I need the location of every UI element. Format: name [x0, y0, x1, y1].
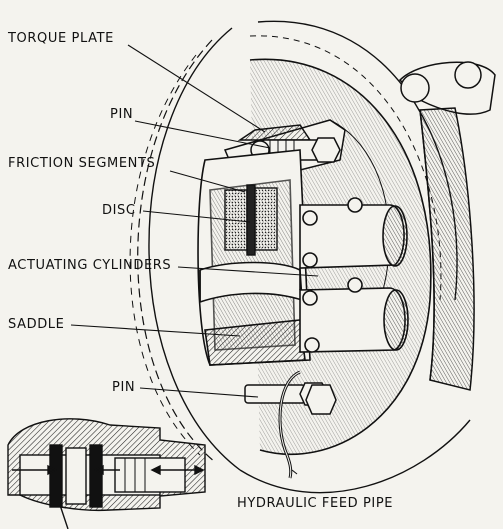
- leader-hydraulic-pipe: [291, 469, 298, 475]
- leader-saddle: [70, 324, 241, 337]
- label-hydraulic-feed-pipe: HYDRAULIC FEED PIPE: [237, 496, 394, 511]
- bottom-pin: [244, 382, 337, 415]
- leader-lines: [70, 44, 319, 475]
- label-saddle: SADDLE: [8, 317, 65, 332]
- inset-section: [7, 418, 206, 529]
- label-torque-plate: TORQUE PLATE: [8, 31, 114, 46]
- leader-disc: [142, 210, 251, 223]
- suspension-arm: [398, 61, 496, 391]
- leader-torque-plate: [127, 44, 266, 133]
- label-actuating-cylinders: ACTUATING CYLINDERS: [8, 258, 172, 273]
- caliper-saddle: [197, 149, 311, 366]
- friction-pads: [224, 184, 278, 256]
- leader-actuating-cylinders: [177, 266, 319, 277]
- leader-friction-segments: [169, 170, 246, 193]
- label-friction-segments: FRICTION SEGMENTS: [8, 156, 156, 171]
- leader-pin-top: [134, 120, 271, 149]
- hydraulic-pipe: [278, 370, 301, 479]
- label-disc: DISC: [102, 203, 136, 218]
- label-pin-top: PIN: [110, 107, 134, 122]
- label-pin-bottom: PIN: [112, 380, 136, 395]
- actuating-cylinders: [299, 197, 409, 353]
- leader-pin-bottom: [139, 387, 259, 398]
